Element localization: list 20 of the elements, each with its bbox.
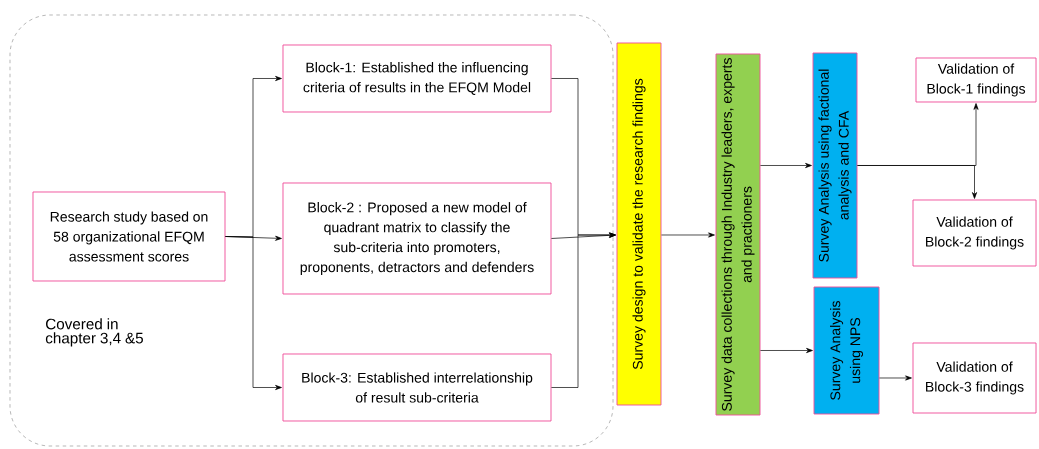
vertical-process-box: Survey Analysis using factional analysis and CFA	[812, 52, 858, 279]
result-box: Validation of Block-3 findings	[912, 342, 1037, 414]
process-box: Block-3: Established interrelationship of result sub-criteria	[282, 353, 552, 422]
result-box: Validation of Block-1 findings	[915, 57, 1037, 103]
arrow	[760, 348, 813, 353]
arrow	[857, 165, 977, 199]
process-box: Block-1: Established the influencing criteria of results in the EFQM Model	[282, 44, 552, 113]
vertical-process-box: Survey design to validate the research findings	[616, 42, 662, 406]
note-text: Covered in chapter 3,4 &5	[45, 318, 143, 347]
process-box: Block-2 : Proposed a new model of quadrant matrix to classify the sub-criteria into promoters, proponents, detractors and defenders	[282, 182, 552, 295]
process-box: Research study based on 58 organizational EFQM assessment scores	[32, 191, 226, 282]
arrow	[225, 236, 282, 390]
dashed-frame	[9, 14, 614, 447]
vertical-process-box: Survey Analysis using NPS	[813, 286, 880, 415]
arrow	[661, 232, 715, 238]
arrow	[760, 163, 812, 168]
vertical-process-box: Survey data collections through Industry leaders, experts and practioners	[715, 53, 761, 416]
arrow	[551, 232, 616, 388]
result-box: Validation of Block-2 findings	[912, 199, 1037, 267]
arrow	[879, 375, 912, 381]
